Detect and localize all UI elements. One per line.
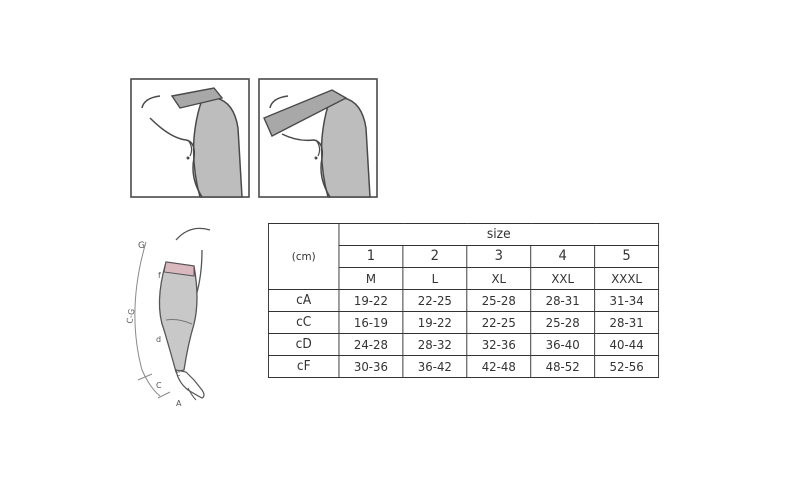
- table-row: cD 24-28 28-32 32-36 36-40 40-44: [268, 333, 660, 356]
- size-letter: M: [338, 267, 404, 290]
- size-chart-table: (cm) size 1 2 3 4 5 M L XL XXL XXXL cA 1…: [268, 223, 660, 378]
- arm-label-g: G: [138, 241, 145, 251]
- size-letter: XXL: [530, 267, 596, 290]
- size-letter: L: [402, 267, 468, 290]
- table-cell: 28-32: [402, 333, 468, 356]
- table-cell: 22-25: [466, 311, 532, 334]
- size-number: 2: [402, 245, 468, 268]
- row-label: cD: [268, 333, 340, 356]
- table-row: cF 30-36 36-42 42-48 48-52 52-56: [268, 355, 660, 378]
- size-number: 3: [466, 245, 532, 268]
- size-letter: XL: [466, 267, 532, 290]
- table-cell: 28-31: [530, 289, 596, 312]
- arm-label-f: f: [158, 271, 161, 280]
- arm-label-a: A: [176, 399, 182, 408]
- table-cell: 40-44: [594, 333, 660, 356]
- arm-label-cg: C-G: [125, 308, 136, 324]
- size-number-row: 1 2 3 4 5: [268, 245, 660, 268]
- table-row: cA 19-22 22-25 25-28 28-31 31-34: [268, 289, 660, 312]
- table-cell: 19-22: [402, 311, 468, 334]
- arm-measurement-diagram: G f C-G d c C A: [125, 227, 211, 408]
- table-cell: 19-22: [338, 289, 404, 312]
- table-cell: 36-40: [530, 333, 596, 356]
- table-header-row: (cm) size: [268, 223, 660, 290]
- size-number: 1: [338, 245, 404, 268]
- size-header: size: [338, 223, 660, 246]
- size-letter: XXXL: [594, 267, 660, 290]
- table-cell: 24-28: [338, 333, 404, 356]
- table-cell: 16-19: [338, 311, 404, 334]
- arm-label-d: d: [156, 335, 161, 344]
- unit-label: (cm): [268, 223, 340, 290]
- table-cell: 25-28: [466, 289, 532, 312]
- table-cell: 36-42: [402, 355, 468, 378]
- size-number: 5: [594, 245, 660, 268]
- shoulder-strap-wide-illustration: [258, 78, 378, 198]
- size-number: 4: [530, 245, 596, 268]
- row-label: cF: [268, 355, 340, 378]
- table-cell: 32-36: [466, 333, 532, 356]
- table-cell: 31-34: [594, 289, 660, 312]
- table-cell: 25-28: [530, 311, 596, 334]
- table-cell: 30-36: [338, 355, 404, 378]
- row-label: cC: [268, 311, 340, 334]
- table-cell: 52-56: [594, 355, 660, 378]
- arm-label-c-upper: c: [176, 369, 180, 378]
- arm-label-c-lower: C: [156, 381, 162, 390]
- table-cell: 42-48: [466, 355, 532, 378]
- table-row: cC 16-19 19-22 22-25 25-28 28-31: [268, 311, 660, 334]
- table-cell: 28-31: [594, 311, 660, 334]
- shoulder-strap-narrow-illustration: [130, 78, 250, 198]
- row-label: cA: [268, 289, 340, 312]
- table-cell: 48-52: [530, 355, 596, 378]
- table-cell: 22-25: [402, 289, 468, 312]
